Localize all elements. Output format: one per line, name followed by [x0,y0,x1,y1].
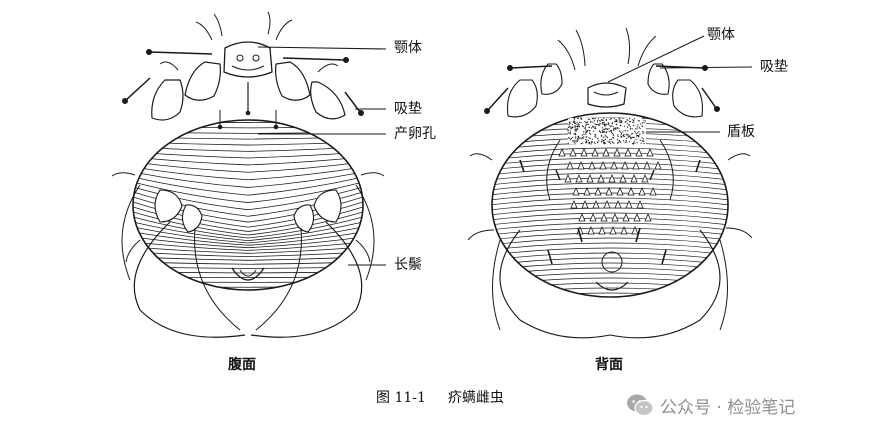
wechat-icon [627,394,654,417]
figure-caption: 图 11-1 疥螨雌虫 [376,387,504,407]
figure-title: 疥螨雌虫 [447,390,504,406]
caption-dorsal-view: 背面 [595,357,623,373]
label-gnathosoma-ventral: 颚体 [394,40,422,56]
figure-number: 图 11-1 [376,390,426,406]
label-sucker-ventral: 吸垫 [394,101,422,117]
caption-ventral-view: 腹面 [228,357,256,373]
label-genital-pore: 产卵孔 [394,126,436,142]
ventral-leader-lines [257,46,387,266]
label-sucker-dorsal: 吸垫 [760,59,788,75]
label-dorsal-shield: 盾板 [727,124,755,140]
watermark-text: 公众号 · 检验笔记 [660,398,796,418]
dorsal-view-drawing [467,27,753,339]
ventral-view-drawing [111,11,385,338]
dorsal-leader-lines [607,35,753,133]
label-long-bristle: 长鬃 [394,257,422,273]
label-gnathosoma-dorsal: 颚体 [707,27,735,43]
